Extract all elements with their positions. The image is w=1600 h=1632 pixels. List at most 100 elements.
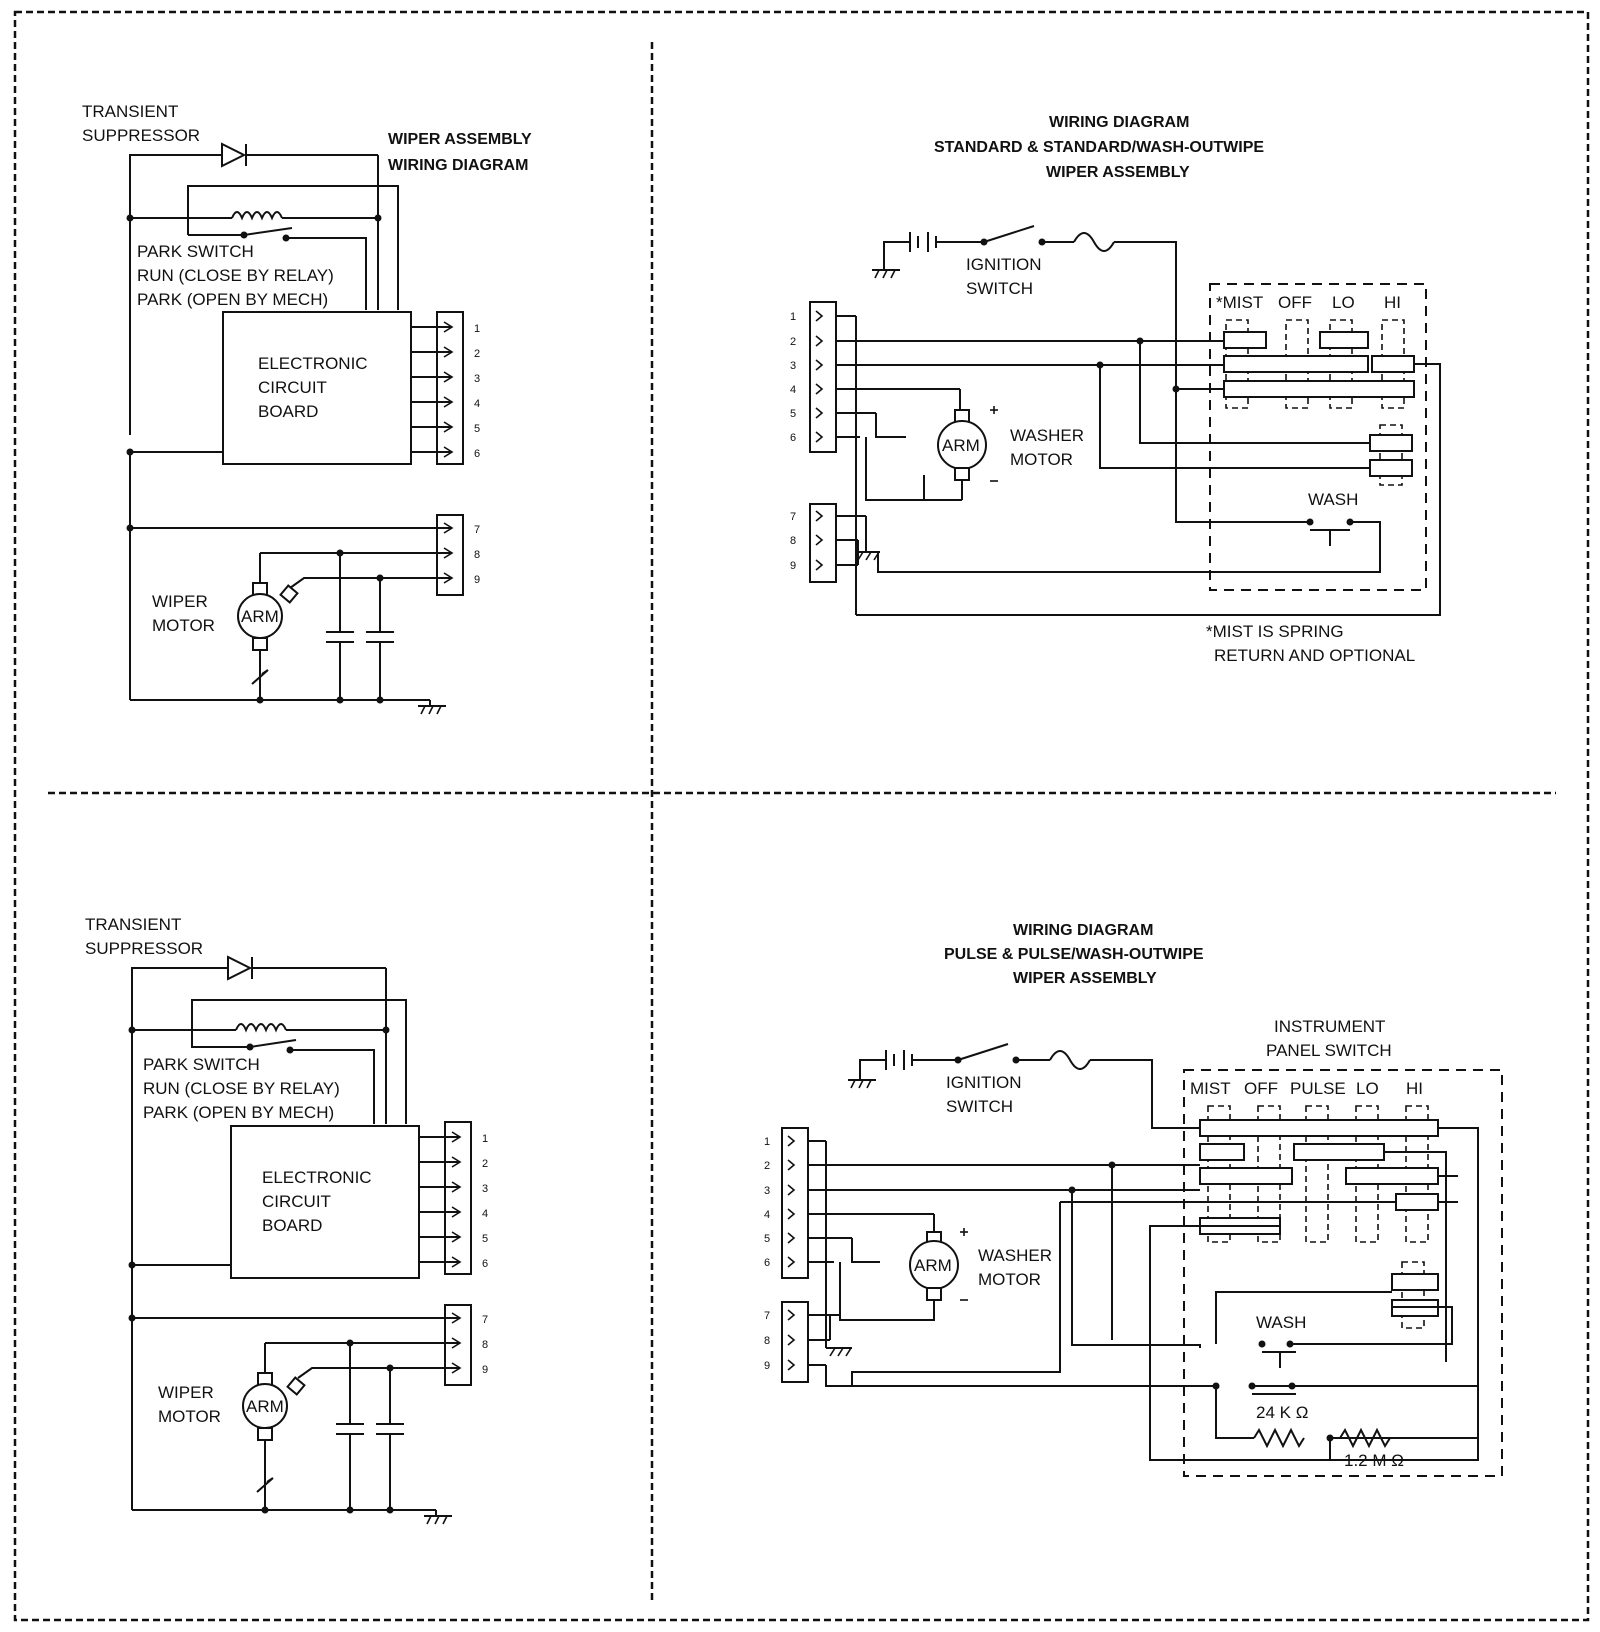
- switch-label-mist: *MIST: [1216, 293, 1263, 312]
- wiper-motor-label-1: WIPER: [152, 592, 208, 611]
- pin-label: 7: [764, 1310, 770, 1322]
- wiper-motor-symbol: [237, 552, 340, 700]
- wiper-motor-symbol: [242, 1342, 350, 1510]
- connector-7-9: [809, 503, 837, 583]
- suppressor-label-2: SUPPRESSOR: [85, 939, 203, 958]
- resistor-24k-label: 24 K Ω: [1256, 1403, 1308, 1422]
- pin-label: 6: [474, 448, 480, 460]
- wiper-motor-label-2: MOTOR: [152, 616, 215, 635]
- switch-label-hi: HI: [1406, 1079, 1423, 1098]
- pin-label: 1: [764, 1136, 770, 1148]
- pin-label: 8: [790, 535, 796, 547]
- pin-label: 7: [474, 524, 480, 536]
- pin-label: 3: [482, 1183, 488, 1195]
- ignition-switch-label-2: SWITCH: [966, 279, 1033, 298]
- pin-label: 3: [764, 1185, 770, 1197]
- pulse-title-3: WIPER ASSEMBLY: [1013, 970, 1157, 987]
- panel-wiper-assembly-bottom: TRANSIENT SUPPRESSOR PARK SWITCH RUN (CL…: [85, 915, 488, 1525]
- battery-ignition-fuse: [872, 225, 1177, 388]
- instrument-panel-label-2: PANEL SWITCH: [1266, 1041, 1392, 1060]
- pin-label: 9: [482, 1364, 488, 1376]
- board-label-1: ELECTRONIC: [262, 1168, 372, 1187]
- mist-note-2: RETURN AND OPTIONAL: [1214, 646, 1415, 665]
- pin-label: 4: [790, 384, 796, 396]
- pin-label: 4: [474, 398, 480, 410]
- connector-7-9: [781, 1301, 809, 1383]
- standard-wiring: [836, 315, 1441, 616]
- pin-label: 2: [764, 1160, 770, 1172]
- diode-symbol: [131, 955, 387, 1265]
- pin-label: 6: [790, 432, 796, 444]
- pulse-switch-symbol: [1248, 1382, 1296, 1395]
- washer-motor-arm-label: ARM: [914, 1256, 952, 1275]
- pin-label: 4: [764, 1209, 770, 1221]
- pin-label: 2: [474, 348, 480, 360]
- wiper-motor-label-1: WIPER: [158, 1383, 214, 1402]
- pin-label: 7: [790, 511, 796, 523]
- board-label-3: BOARD: [262, 1216, 322, 1235]
- park-park-label: PARK (OPEN BY MECH): [137, 290, 328, 309]
- wash-switch-symbol: [1306, 518, 1354, 546]
- park-switch-label: PARK SWITCH: [143, 1055, 260, 1074]
- park-park-label: PARK (OPEN BY MECH): [143, 1103, 334, 1122]
- instrument-switch-box: [1183, 1069, 1503, 1477]
- wiper-motor-label-2: MOTOR: [158, 1407, 221, 1426]
- park-run-label: RUN (CLOSE BY RELAY): [137, 266, 334, 285]
- diode-symbol: [129, 142, 379, 435]
- switch-label-mist: MIST: [1190, 1079, 1231, 1098]
- pin-label: 5: [482, 1233, 488, 1245]
- pin-label: 2: [482, 1158, 488, 1170]
- washer-motor-arm-label: ARM: [942, 436, 980, 455]
- pin-label: 9: [790, 560, 796, 572]
- connector-1-6: [411, 311, 464, 465]
- pin-label: 1: [790, 311, 796, 323]
- mist-note-1: *MIST IS SPRING: [1206, 622, 1344, 641]
- wash-label: WASH: [1308, 490, 1358, 509]
- board-label-2: CIRCUIT: [262, 1192, 331, 1211]
- connector-1-6: [809, 301, 837, 453]
- switch-label-off: OFF: [1244, 1079, 1278, 1098]
- pin-label: 5: [790, 408, 796, 420]
- instrument-switch-box: [1209, 283, 1427, 591]
- panel-wiper-assembly-top: TRANSIENT SUPPRESSOR WIPER ASSEMBLY WIRI…: [82, 102, 532, 715]
- capacitors-ground: [130, 553, 446, 715]
- washer-motor-label-1: WASHER: [978, 1246, 1052, 1265]
- pulse-title-2: PULSE & PULSE/WASH-OUTWIPE: [944, 946, 1204, 963]
- standard-title-1: WIRING DIAGRAM: [1049, 114, 1189, 131]
- resistors-symbol: [1216, 1427, 1478, 1449]
- park-run-label: RUN (CLOSE BY RELAY): [143, 1079, 340, 1098]
- washer-motor-label-2: MOTOR: [1010, 450, 1073, 469]
- suppressor-label-1: TRANSIENT: [82, 102, 178, 121]
- pin-label: 7: [482, 1314, 488, 1326]
- switch-contacts: [1199, 1105, 1439, 1329]
- instrument-panel-label-1: INSTRUMENT: [1274, 1017, 1385, 1036]
- standard-title-3: WIPER ASSEMBLY: [1046, 164, 1190, 181]
- switch-label-lo: LO: [1356, 1079, 1379, 1098]
- park-switch-label: PARK SWITCH: [137, 242, 254, 261]
- pulse-title-1: WIRING DIAGRAM: [1013, 922, 1153, 939]
- relay-coil-symbol: [128, 999, 407, 1124]
- pin-label: 8: [474, 549, 480, 561]
- connector-1-6: [781, 1127, 809, 1279]
- panel-pulse-wiring: WIRING DIAGRAM PULSE & PULSE/WASH-OUTWIP…: [764, 922, 1503, 1477]
- pin-label: 3: [474, 373, 480, 385]
- suppressor-label-2: SUPPRESSOR: [82, 126, 200, 145]
- switch-contacts: [1223, 319, 1415, 486]
- capacitors-ground: [132, 1343, 452, 1525]
- washer-motor-symbol: [924, 406, 998, 501]
- pin-label: 3: [790, 360, 796, 372]
- relay-coil-symbol: [126, 185, 399, 310]
- ignition-switch-label-2: SWITCH: [946, 1097, 1013, 1116]
- ignition-switch-label-1: IGNITION: [946, 1073, 1022, 1092]
- electronic-circuit-board: [222, 311, 412, 465]
- switch-label-pulse: PULSE: [1290, 1079, 1346, 1098]
- sheet-frame: [13, 10, 1590, 1622]
- ignition-switch-label-1: IGNITION: [966, 255, 1042, 274]
- park-switch-symbol: [192, 1039, 375, 1124]
- pin-label: 2: [790, 336, 796, 348]
- park-switch-symbol: [188, 227, 367, 310]
- battery-ignition-fuse: [848, 1043, 1200, 1129]
- resistor-12m-label: 1.2 M Ω: [1344, 1451, 1404, 1470]
- switch-label-off: OFF: [1278, 293, 1312, 312]
